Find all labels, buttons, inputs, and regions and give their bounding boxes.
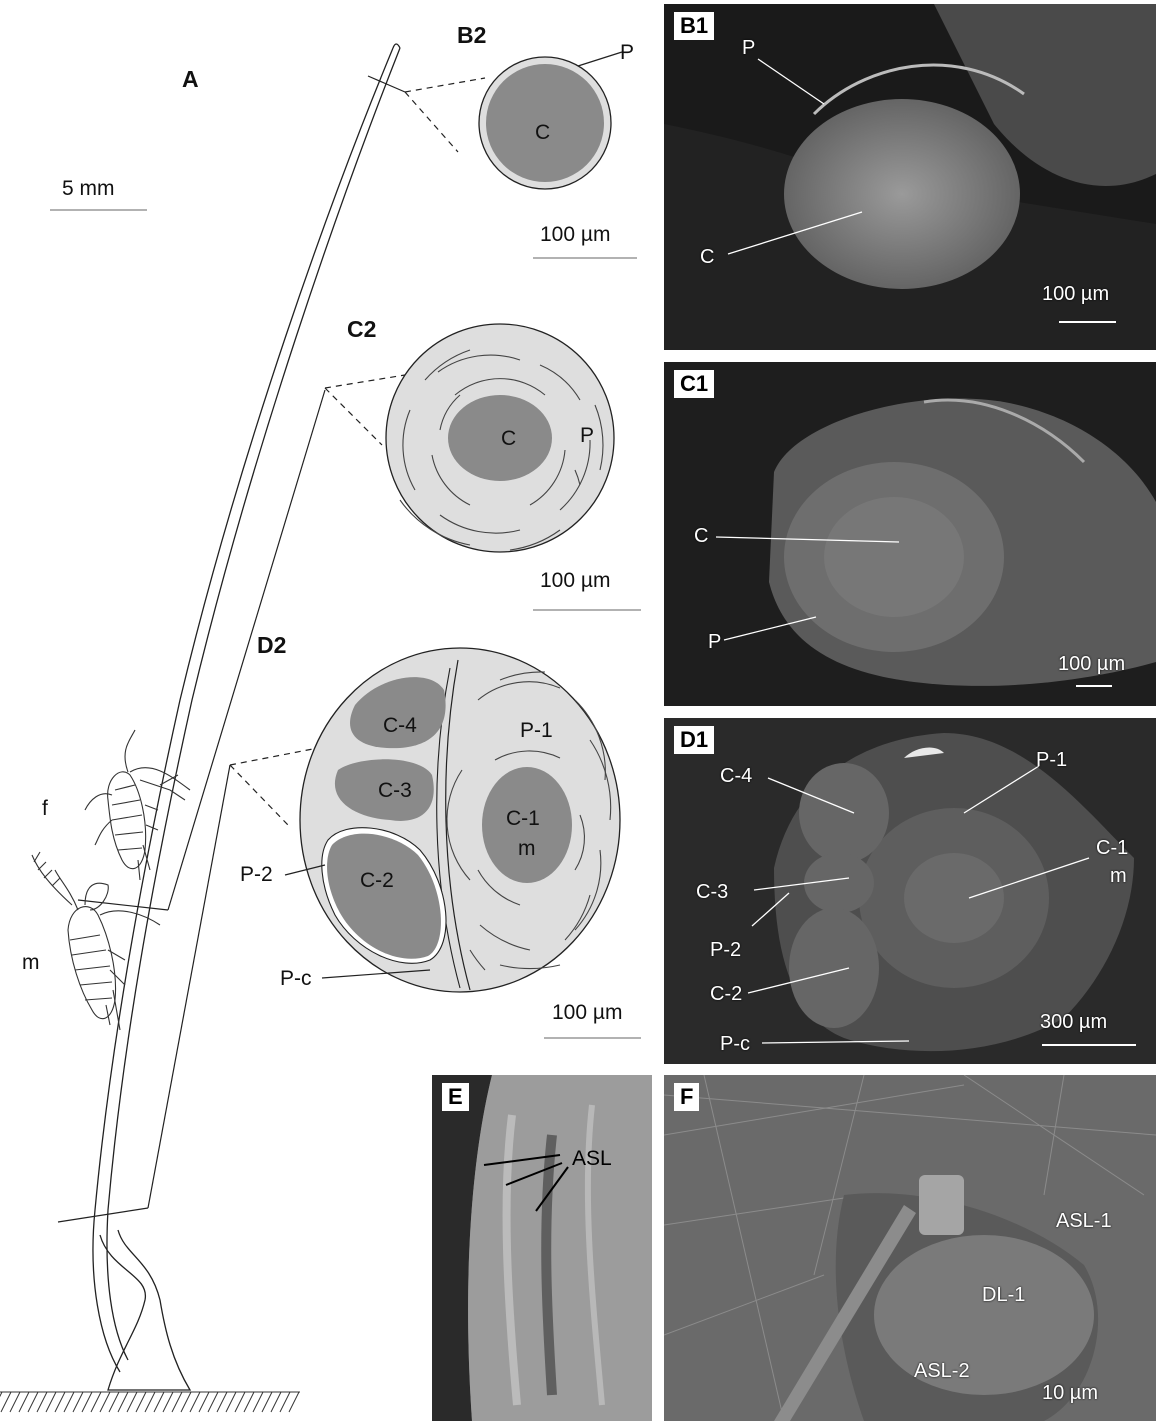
hatch-stroke — [100, 1392, 110, 1412]
f-specimen-shape — [664, 1075, 1156, 1421]
hatch-stroke — [136, 1392, 146, 1412]
hatch-stroke — [55, 1392, 65, 1412]
panel-e-micrograph: E ASL — [432, 1075, 652, 1421]
hatch-stroke — [154, 1392, 164, 1412]
panel-f-tag: F — [674, 1083, 699, 1111]
d1-p2-label: P-2 — [710, 940, 741, 960]
panel-a-tag: A — [182, 68, 199, 91]
hatch-stroke — [172, 1392, 182, 1412]
c2-p-label: P — [580, 425, 594, 446]
d2-c1-label: C-1 — [506, 808, 540, 829]
hatch-stroke — [82, 1392, 92, 1412]
e-asl-label: ASL — [572, 1148, 612, 1169]
panel-e-tag: E — [442, 1083, 469, 1111]
d1-pc-label: P-c — [720, 1034, 750, 1054]
b2-c-label: C — [535, 122, 550, 143]
d2-p1-label: P-1 — [520, 720, 553, 741]
animal-m-drawing — [32, 852, 160, 1030]
c1-scale-label: 100 µm — [1058, 654, 1125, 674]
c1-p-label: P — [708, 632, 721, 652]
animal-m-label: m — [22, 952, 40, 973]
d1-scale-label: 300 µm — [1040, 1012, 1107, 1032]
panel-c1-micrograph: C1 C P 100 µm — [664, 362, 1156, 706]
hatch-stroke — [145, 1392, 155, 1412]
hatch-stroke — [19, 1392, 29, 1412]
hatch-stroke — [73, 1392, 83, 1412]
b1-scale-label: 100 µm — [1042, 284, 1109, 304]
hatch-stroke — [208, 1392, 218, 1412]
panel-b2-scale-label: 100 µm — [540, 224, 610, 245]
d1-m-label: m — [1110, 866, 1127, 886]
d1-c2-label: C-2 — [710, 984, 742, 1004]
f-dl1-label: DL-1 — [982, 1285, 1025, 1305]
hatch-stroke — [271, 1392, 281, 1412]
d1-c4-label: C-4 — [720, 766, 752, 786]
b1-c-label: C — [700, 247, 714, 267]
b2-p-label: P — [620, 42, 634, 63]
panel-b1-tag: B1 — [674, 12, 714, 40]
f-scale-label: 10 µm — [1042, 1383, 1098, 1403]
c2-c-label: C — [501, 428, 516, 449]
hatch-stroke — [181, 1392, 191, 1412]
e-specimen-shape — [432, 1075, 652, 1421]
hatch-stroke — [109, 1392, 119, 1412]
panel-d1-micrograph: D1 C-4 P-1 C-1 m C-3 P-2 C-2 P-c 300 µm — [664, 718, 1156, 1064]
f-asl2-label: ASL-2 — [914, 1361, 970, 1381]
hatch-stroke — [253, 1392, 263, 1412]
panel-c2-tag: C2 — [347, 318, 376, 341]
hatch-stroke — [235, 1392, 245, 1412]
hatch-stroke — [64, 1392, 74, 1412]
hatch-stroke — [28, 1392, 38, 1412]
d2-c2-label: C-2 — [360, 870, 394, 891]
hatch-stroke — [127, 1392, 137, 1412]
hatch-stroke — [37, 1392, 47, 1412]
hatch-stroke — [217, 1392, 227, 1412]
b2-section — [479, 52, 622, 189]
panel-a-scale-label: 5 mm — [62, 178, 115, 199]
panel-d1-tag: D1 — [674, 726, 714, 754]
animal-f-label: f — [42, 798, 48, 819]
hatch-stroke — [199, 1392, 209, 1412]
d2-pc-label: P-c — [280, 968, 312, 989]
b1-p-label: P — [742, 38, 755, 58]
hatch-stroke — [1, 1392, 11, 1412]
d2-c3-label: C-3 — [378, 780, 412, 801]
hatch-stroke — [190, 1392, 200, 1412]
d2-m-label: m — [518, 838, 536, 859]
hatch-stroke — [46, 1392, 56, 1412]
hatch-stroke — [163, 1392, 173, 1412]
hatch-stroke — [226, 1392, 236, 1412]
hatch-stroke — [10, 1392, 20, 1412]
f-asl1-label: ASL-1 — [1056, 1211, 1112, 1231]
hatch-stroke — [118, 1392, 128, 1412]
d1-c3-label: C-3 — [696, 882, 728, 902]
c1-c-label: C — [694, 526, 708, 546]
hatch-stroke — [262, 1392, 272, 1412]
ground-hatching — [0, 1392, 300, 1412]
d1-p1-label: P-1 — [1036, 750, 1067, 770]
d2-c4-label: C-4 — [383, 715, 417, 736]
panel-d2-tag: D2 — [257, 634, 286, 657]
animal-f-drawing — [85, 730, 190, 880]
panel-b1-micrograph: B1 P C 100 µm — [664, 4, 1156, 350]
hatch-stroke — [0, 1392, 2, 1412]
hatch-stroke — [244, 1392, 254, 1412]
hatch-stroke — [91, 1392, 101, 1412]
panel-d2-scale-label: 100 µm — [552, 1002, 622, 1023]
hatch-stroke — [289, 1392, 299, 1412]
panel-c2-scale-label: 100 µm — [540, 570, 610, 591]
d2-p2-label: P-2 — [240, 864, 273, 885]
panel-f-micrograph: F ASL-1 DL-1 ASL-2 10 µm — [664, 1075, 1156, 1421]
hatch-stroke — [280, 1392, 290, 1412]
d2-section — [285, 648, 620, 992]
panel-c1-tag: C1 — [674, 370, 714, 398]
d1-c1-label: C-1 — [1096, 838, 1128, 858]
section-markers — [58, 76, 405, 1222]
panel-b2-tag: B2 — [457, 24, 486, 47]
